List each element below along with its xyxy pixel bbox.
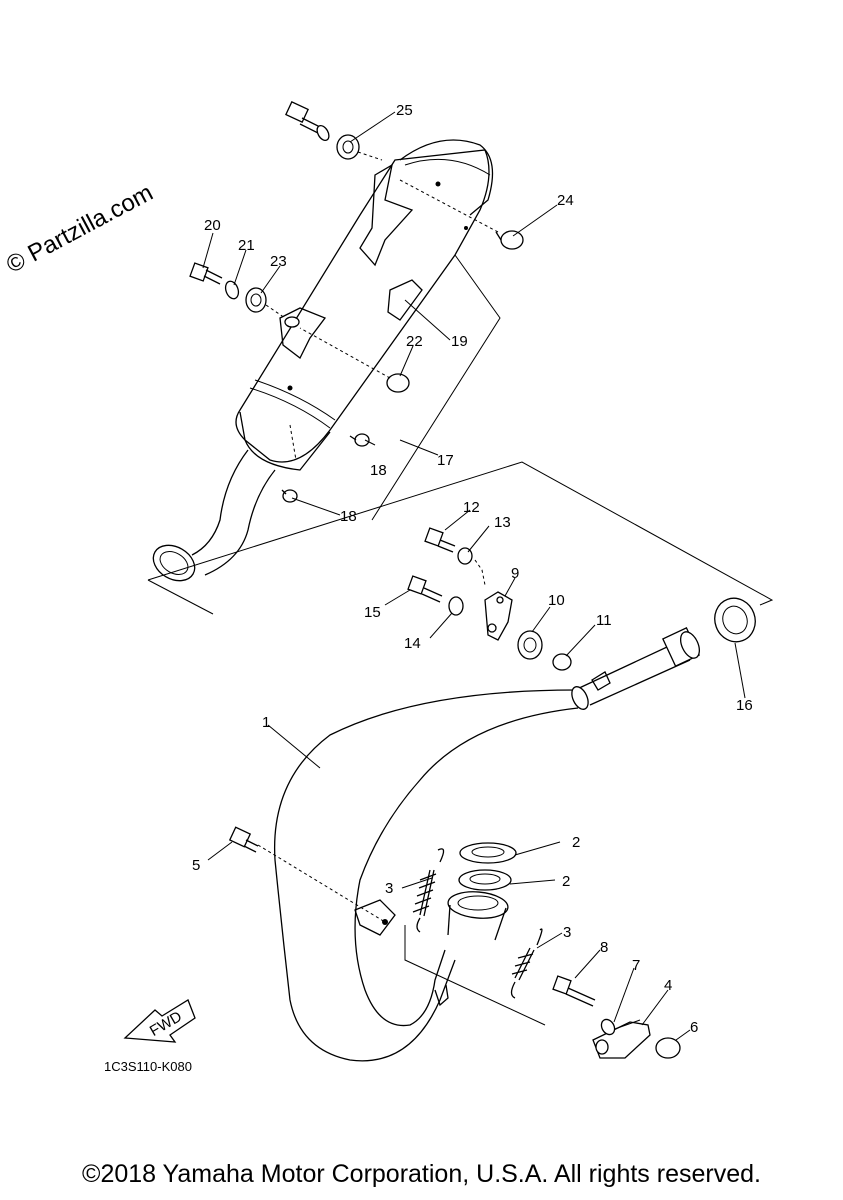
callout-20: 20 [204, 217, 221, 234]
group-outline [147, 461, 774, 606]
bracket-4-set[interactable] [404, 925, 681, 1059]
callout-23: 23 [270, 253, 287, 270]
callout-3-left: 3 [385, 880, 393, 897]
callout-numbers: 25 24 20 21 23 19 22 18 17 18 12 13 9 10… [192, 102, 753, 1036]
callout-6: 6 [690, 1019, 698, 1036]
silencer-assembly[interactable] [147, 139, 501, 588]
copyright-notice: ©2018 Yamaha Motor Corporation, U.S.A. A… [82, 1160, 761, 1188]
spring-3-left[interactable] [412, 848, 445, 933]
callout-5: 5 [192, 857, 200, 874]
callout-24: 24 [557, 192, 574, 209]
callout-2-upper: 2 [572, 834, 580, 851]
gasket-16[interactable] [709, 592, 762, 647]
callout-14: 14 [404, 635, 421, 652]
callout-2-lower: 2 [562, 873, 570, 890]
callout-3-right: 3 [563, 924, 571, 941]
callout-18-upper: 18 [370, 462, 387, 479]
callout-15: 15 [364, 604, 381, 621]
hanger-bracket-9-set[interactable] [407, 527, 572, 671]
bolt-25-set[interactable] [285, 100, 383, 161]
callout-1: 1 [262, 714, 270, 731]
bolt-5[interactable] [228, 826, 259, 853]
gasket-2[interactable] [458, 842, 517, 891]
callout-4: 4 [664, 977, 672, 994]
leader-lines [202, 111, 746, 1041]
callout-21: 21 [238, 237, 255, 254]
callout-11: 11 [596, 612, 612, 629]
fwd-arrow-icon [123, 999, 196, 1043]
collar-22[interactable] [299, 327, 410, 393]
callout-12: 12 [463, 499, 480, 516]
diagram-code: 1C3S110-K080 [104, 1059, 192, 1074]
callout-7: 7 [632, 957, 640, 974]
callout-25: 25 [396, 102, 413, 119]
callout-18-lower: 18 [340, 508, 357, 525]
callout-22: 22 [406, 333, 423, 350]
spring-3-right[interactable] [510, 928, 543, 999]
callout-8: 8 [600, 939, 608, 956]
callout-19: 19 [451, 333, 468, 350]
bolt-20-set[interactable] [189, 262, 286, 319]
screw-18[interactable] [281, 433, 370, 503]
callout-9: 9 [511, 565, 519, 582]
callout-17: 17 [437, 452, 454, 469]
exhaust-pipe[interactable] [257, 627, 703, 1062]
callout-13: 13 [494, 514, 511, 531]
callout-16: 16 [736, 697, 753, 714]
callout-10: 10 [548, 592, 565, 609]
collar-24[interactable] [399, 179, 524, 250]
